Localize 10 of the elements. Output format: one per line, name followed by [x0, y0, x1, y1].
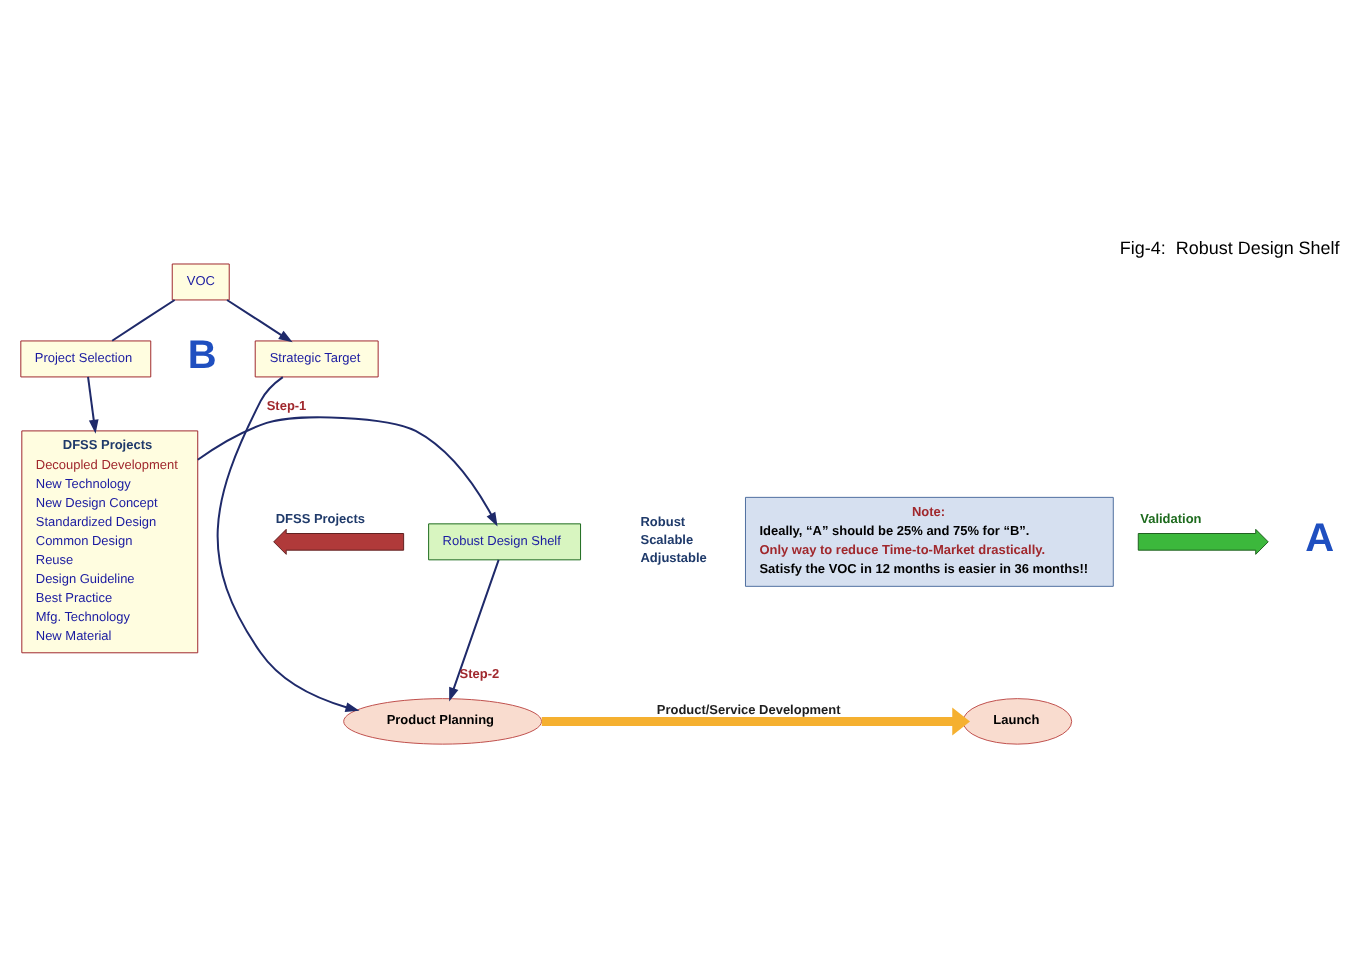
connector: [111, 298, 176, 341]
label: B: [187, 332, 217, 377]
label: A: [1305, 515, 1335, 560]
arrow: [226, 298, 293, 342]
diagram-title: Fig-4: Robust Design Shelf: [1119, 237, 1340, 258]
arrow: [449, 557, 500, 701]
arrow: [196, 415, 498, 526]
arrow: [216, 375, 360, 711]
arrow: [541, 706, 971, 735]
arrow: [87, 374, 99, 433]
